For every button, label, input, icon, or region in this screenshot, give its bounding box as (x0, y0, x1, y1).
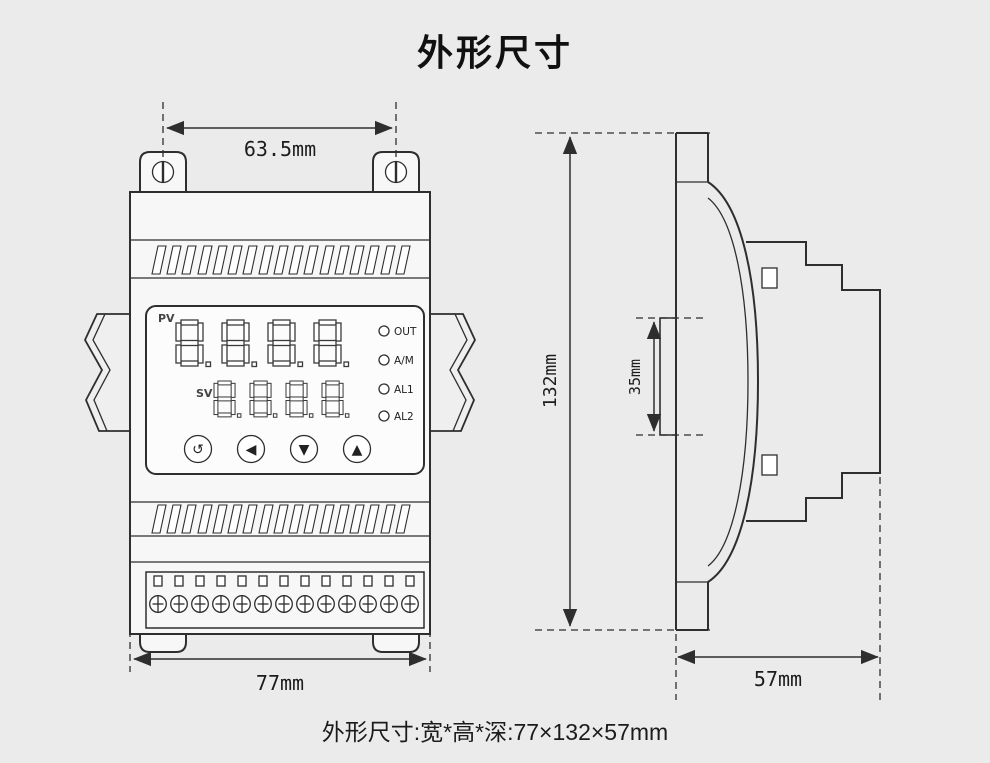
led-am (378, 354, 390, 366)
rail-recess (659, 317, 676, 436)
bezel-curve-outer (707, 181, 760, 583)
side-view-drawing: 132mm 35mm (535, 132, 881, 700)
dim-35: 35mm (626, 317, 704, 436)
led-al2-label: AL2 (394, 411, 414, 423)
vent-slats-bottom (151, 504, 411, 534)
dim-57: 57mm (675, 477, 881, 700)
dim-35-label: 35mm (626, 359, 644, 395)
up-button (342, 434, 372, 464)
up-arrow-icon: ▲ (352, 442, 363, 458)
rear-housing (746, 241, 881, 522)
sv-label: SV (196, 387, 213, 400)
panel-buttons: ↺ ◀ ▼ ▲ (183, 434, 372, 464)
shift-button (236, 434, 266, 464)
dim-77: 77mm (129, 618, 431, 695)
dim-77-label: 77mm (256, 671, 304, 695)
rail-break-right (449, 313, 468, 432)
bezel-curve-inner (707, 197, 749, 567)
down-button (289, 434, 319, 464)
din-clip-bottom (761, 454, 778, 476)
indicator-leds: OUT A/M AL1 AL2 (378, 325, 417, 423)
dim-132-label: 132mm (540, 354, 561, 408)
led-al1-label: AL1 (394, 384, 414, 396)
din-rail-left (83, 313, 131, 432)
led-out (378, 325, 390, 337)
led-al2 (378, 410, 390, 422)
din-rail-right (429, 313, 477, 432)
page-title: 外形尺寸 (416, 32, 573, 73)
dimension-caption: 外形尺寸:宽*高*深:77×132×57mm (321, 719, 669, 745)
left-arrow-icon: ◀ (246, 442, 257, 458)
dim-63-5-label: 63.5mm (244, 137, 316, 161)
led-out-label: OUT (394, 326, 417, 338)
rail-break-left (92, 313, 111, 432)
dim-57-label: 57mm (754, 667, 802, 691)
led-am-label: A/M (394, 355, 414, 367)
din-clip-top (761, 267, 778, 289)
mount-foot-left (139, 633, 187, 653)
down-arrow-icon: ▼ (299, 442, 310, 458)
led-al1 (378, 383, 390, 395)
set-button (183, 434, 213, 464)
pv-label: PV (158, 312, 175, 325)
vent-slats-top (151, 245, 411, 275)
display-bezel (145, 305, 425, 475)
cycle-icon: ↺ (192, 442, 204, 458)
front-view-drawing: PV SV OUT A/M AL1 AL2 ↺ (83, 102, 477, 695)
dim-132: 132mm (535, 132, 714, 631)
dim-63-5: 63.5mm (162, 102, 397, 161)
mount-foot-right (372, 633, 420, 653)
device-side-profile (659, 132, 881, 631)
